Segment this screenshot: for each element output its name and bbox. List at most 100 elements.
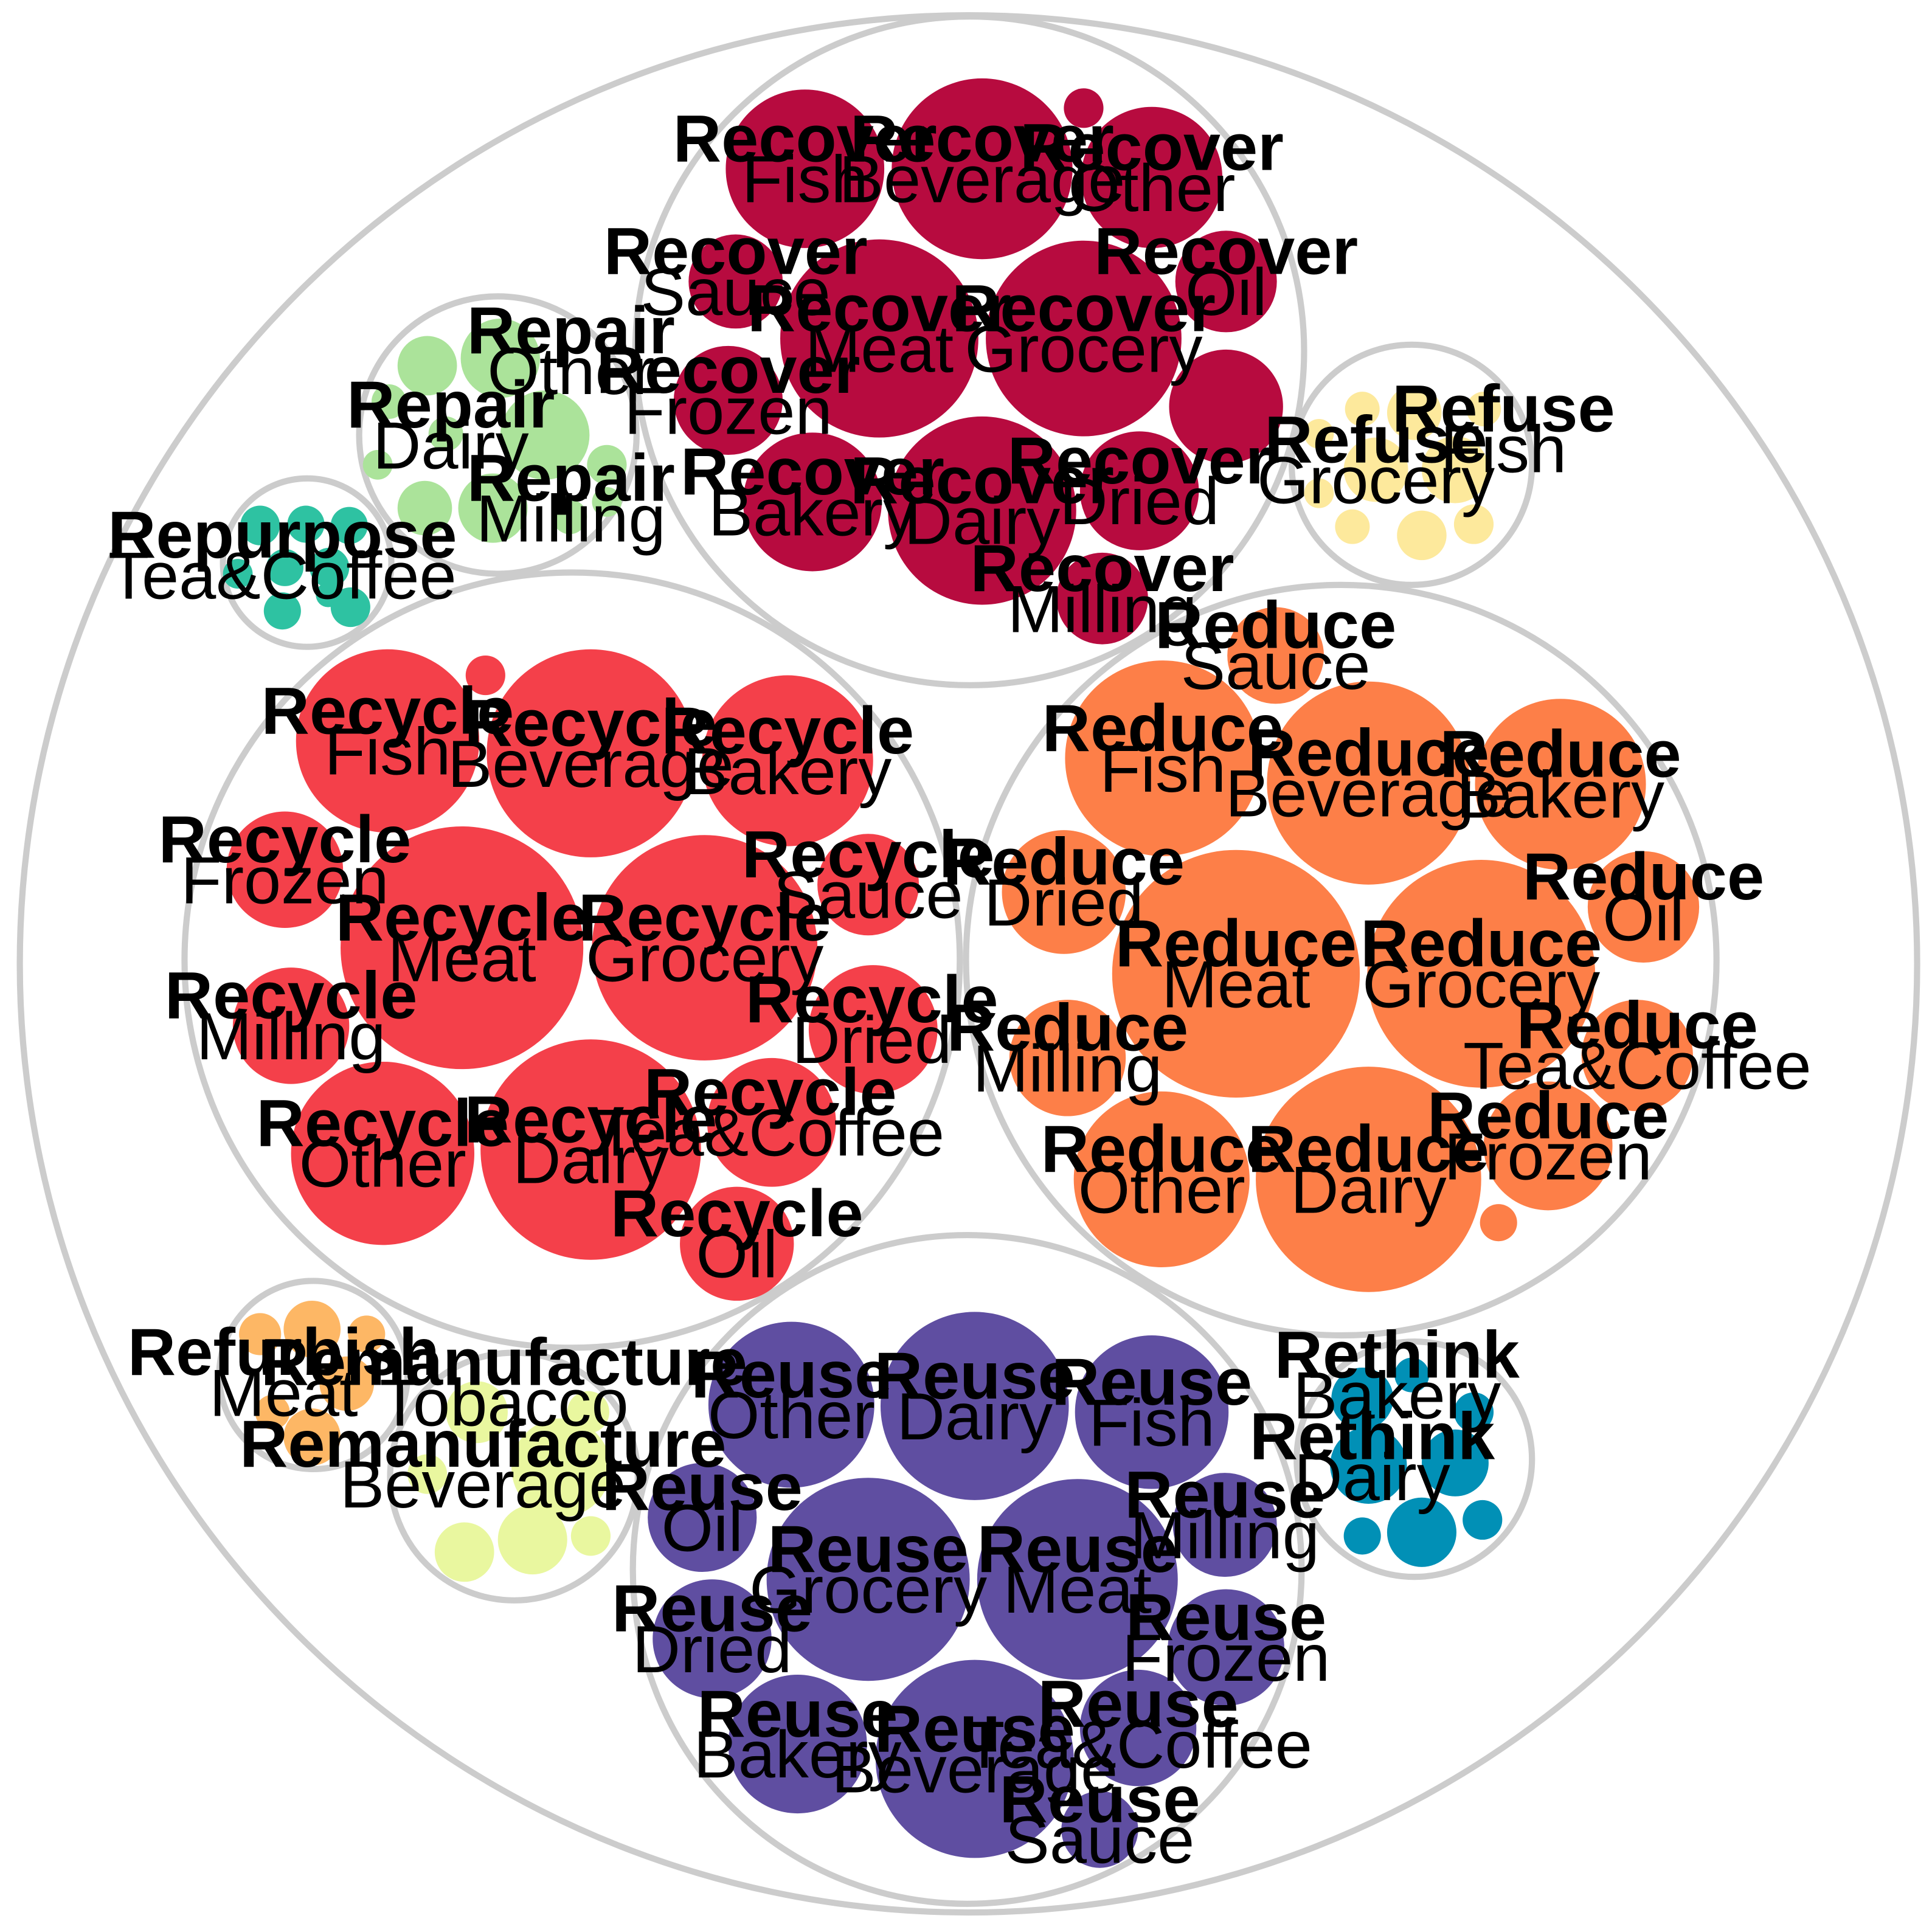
bubble-reuse-meat[interactable] bbox=[977, 1479, 1178, 1680]
bubble-reduce-dried[interactable] bbox=[1002, 830, 1126, 954]
bubble-repair-unlabeled-3[interactable] bbox=[397, 480, 452, 536]
bubble-reuse-milling[interactable] bbox=[1172, 1473, 1277, 1577]
bubble-reuse-other[interactable] bbox=[708, 1321, 874, 1488]
bubble-recover-bakery[interactable] bbox=[743, 432, 882, 572]
bubble-recycle-frozen[interactable] bbox=[226, 811, 344, 928]
bubble-recycle-fish[interactable] bbox=[296, 649, 480, 833]
bubble-rethink-unlabeled-6[interactable] bbox=[1343, 1517, 1381, 1555]
bubble-remanufacture-tobacco[interactable] bbox=[511, 1418, 611, 1518]
bubble-repair-dairy[interactable] bbox=[460, 319, 540, 398]
bubble-refuse-unlabeled-9[interactable] bbox=[1466, 392, 1501, 427]
bubble-refuse-unlabeled-2[interactable] bbox=[1387, 385, 1442, 440]
bubble-refuse-unlabeled-7[interactable] bbox=[1335, 509, 1370, 544]
bubble-repurpose-unlabeled-7[interactable] bbox=[330, 587, 370, 628]
bubble-recycle-dried[interactable] bbox=[808, 965, 938, 1094]
bubble-recycle-dairy[interactable] bbox=[480, 1039, 701, 1260]
bubble-reuse-tea-and-coffee[interactable] bbox=[1079, 1669, 1197, 1787]
bubble-repair-other[interactable] bbox=[500, 390, 590, 480]
bubble-recycle-other[interactable] bbox=[291, 1061, 474, 1245]
bubble-remanufacture-beverage[interactable] bbox=[497, 1505, 567, 1575]
bubble-recover-dairy[interactable] bbox=[888, 416, 1076, 605]
bubble-refurbish-meat[interactable] bbox=[283, 1300, 341, 1358]
bubble-rethink-unlabeled-2[interactable] bbox=[1387, 1497, 1456, 1567]
bubble-repurpose-unlabeled-5[interactable] bbox=[223, 559, 253, 589]
bubble-recover-dried[interactable] bbox=[1079, 431, 1199, 550]
bubble-recycle-tea-and-coffee[interactable] bbox=[707, 1057, 836, 1187]
bubble-reuse-sauce[interactable] bbox=[1061, 1791, 1138, 1868]
bubble-remanufacture-unlabeled-2[interactable] bbox=[434, 1522, 494, 1582]
bubble-remanufacture-unlabeled-5[interactable] bbox=[407, 1454, 448, 1494]
bubble-refuse-unlabeled-6[interactable] bbox=[1304, 478, 1334, 508]
bubble-recover-meat[interactable] bbox=[780, 239, 978, 438]
bubble-remanufacture-unlabeled-6[interactable] bbox=[570, 1516, 611, 1556]
bubble-reuse-frozen[interactable] bbox=[1168, 1589, 1284, 1706]
bubble-repurpose-tea-and-coffee[interactable] bbox=[240, 505, 280, 545]
bubble-rethink-unlabeled-4[interactable] bbox=[1453, 1392, 1494, 1432]
bubble-repurpose-unlabeled-8[interactable] bbox=[316, 582, 341, 607]
bubble-recover-oil[interactable] bbox=[1175, 230, 1277, 333]
bubble-refuse-unlabeled-5[interactable] bbox=[1304, 418, 1334, 449]
bubble-reuse-grocery[interactable] bbox=[766, 1478, 970, 1681]
bubble-refurbish-unlabeled-1[interactable] bbox=[283, 1408, 341, 1465]
bubble-reduce-frozen[interactable] bbox=[1483, 1081, 1613, 1211]
bubble-recover-beverage[interactable] bbox=[892, 78, 1073, 260]
bubble-reduce-oil[interactable] bbox=[1587, 851, 1700, 963]
bubble-rethink-bakery[interactable] bbox=[1421, 1429, 1489, 1497]
bubble-reduce-unlabeled-13[interactable] bbox=[1480, 1204, 1517, 1242]
bubble-repurpose-unlabeled-4[interactable] bbox=[310, 547, 350, 587]
bubble-repair-unlabeled-10[interactable] bbox=[592, 486, 622, 517]
bubble-repair-unlabeled-9[interactable] bbox=[552, 499, 587, 535]
bubble-reuse-fish[interactable] bbox=[1075, 1335, 1229, 1489]
bubble-recycle-sauce[interactable] bbox=[817, 834, 919, 936]
bubble-recover-fish[interactable] bbox=[725, 89, 885, 248]
bubble-repair-unlabeled-8[interactable] bbox=[362, 449, 393, 480]
bubble-remanufacture-unlabeled-3[interactable] bbox=[446, 1381, 508, 1444]
bubble-reduce-fish[interactable] bbox=[1065, 660, 1261, 856]
bubble-recover-unlabeled-13[interactable] bbox=[1064, 88, 1104, 128]
bubble-remanufacture-unlabeled-4[interactable] bbox=[567, 1391, 609, 1433]
bubble-repair-unlabeled-5[interactable] bbox=[587, 445, 627, 485]
bubble-reuse-dried[interactable] bbox=[653, 1579, 772, 1698]
bubble-recover-other[interactable] bbox=[1081, 106, 1223, 248]
bubble-reduce-bakery[interactable] bbox=[1475, 699, 1646, 870]
bubble-reduce-sauce[interactable] bbox=[1227, 607, 1324, 704]
bubble-reduce-beverage[interactable] bbox=[1267, 681, 1470, 885]
bubble-recycle-beverage[interactable] bbox=[486, 649, 695, 857]
bubble-refurbish-unlabeled-3[interactable] bbox=[239, 1313, 282, 1355]
bubble-rethink-unlabeled-5[interactable] bbox=[1463, 1500, 1503, 1540]
bubble-rethink-unlabeled-3[interactable] bbox=[1331, 1367, 1394, 1430]
bubble-recycle-milling[interactable] bbox=[232, 967, 350, 1084]
bubble-refurbish-unlabeled-5[interactable] bbox=[255, 1394, 290, 1430]
bubble-reduce-tea-and-coffee[interactable] bbox=[1581, 1000, 1693, 1112]
bubble-reuse-beverage[interactable] bbox=[875, 1659, 1074, 1858]
bubble-recycle-oil[interactable] bbox=[680, 1186, 794, 1301]
bubble-refuse-unlabeled-4[interactable] bbox=[1345, 392, 1380, 427]
bubble-repurpose-unlabeled-6[interactable] bbox=[263, 592, 301, 630]
bubble-refuse-unlabeled-8[interactable] bbox=[1453, 504, 1494, 544]
bubble-recover-unlabeled-12[interactable] bbox=[1169, 349, 1283, 464]
bubble-rethink-dairy[interactable] bbox=[1330, 1427, 1407, 1504]
bubble-refurbish-unlabeled-2[interactable] bbox=[319, 1356, 375, 1411]
bubble-recover-milling[interactable] bbox=[1056, 552, 1148, 645]
bubble-reduce-milling[interactable] bbox=[1009, 1000, 1126, 1116]
bubble-recover-sauce[interactable] bbox=[688, 234, 783, 329]
bubble-recycle-meat[interactable] bbox=[341, 826, 584, 1070]
bubble-rethink-unlabeled-7[interactable] bbox=[1394, 1357, 1430, 1393]
bubble-recover-frozen[interactable] bbox=[673, 345, 783, 455]
bubble-refuse-grocery[interactable] bbox=[1343, 437, 1408, 502]
bubble-reduce-other[interactable] bbox=[1073, 1091, 1250, 1268]
bubble-repurpose-unlabeled-1[interactable] bbox=[287, 505, 325, 543]
bubble-reuse-oil[interactable] bbox=[648, 1462, 757, 1572]
bubble-recycle-unlabeled-13[interactable] bbox=[465, 655, 505, 696]
bubble-refuse-fish[interactable] bbox=[1421, 436, 1489, 503]
bubble-reduce-grocery[interactable] bbox=[1367, 859, 1596, 1088]
bubble-repair-unlabeled-6[interactable] bbox=[371, 384, 406, 419]
bubble-reduce-dairy[interactable] bbox=[1256, 1067, 1481, 1292]
bubble-repair-milling[interactable] bbox=[397, 336, 457, 396]
bubble-recycle-bakery[interactable] bbox=[702, 675, 873, 846]
bubble-reuse-bakery[interactable] bbox=[728, 1675, 867, 1814]
bubble-reuse-dairy[interactable] bbox=[880, 1312, 1069, 1500]
bubble-recover-grocery[interactable] bbox=[986, 240, 1182, 437]
bubble-recycle-grocery[interactable] bbox=[592, 835, 818, 1061]
bubble-repair-unlabeled-4[interactable] bbox=[458, 473, 528, 543]
